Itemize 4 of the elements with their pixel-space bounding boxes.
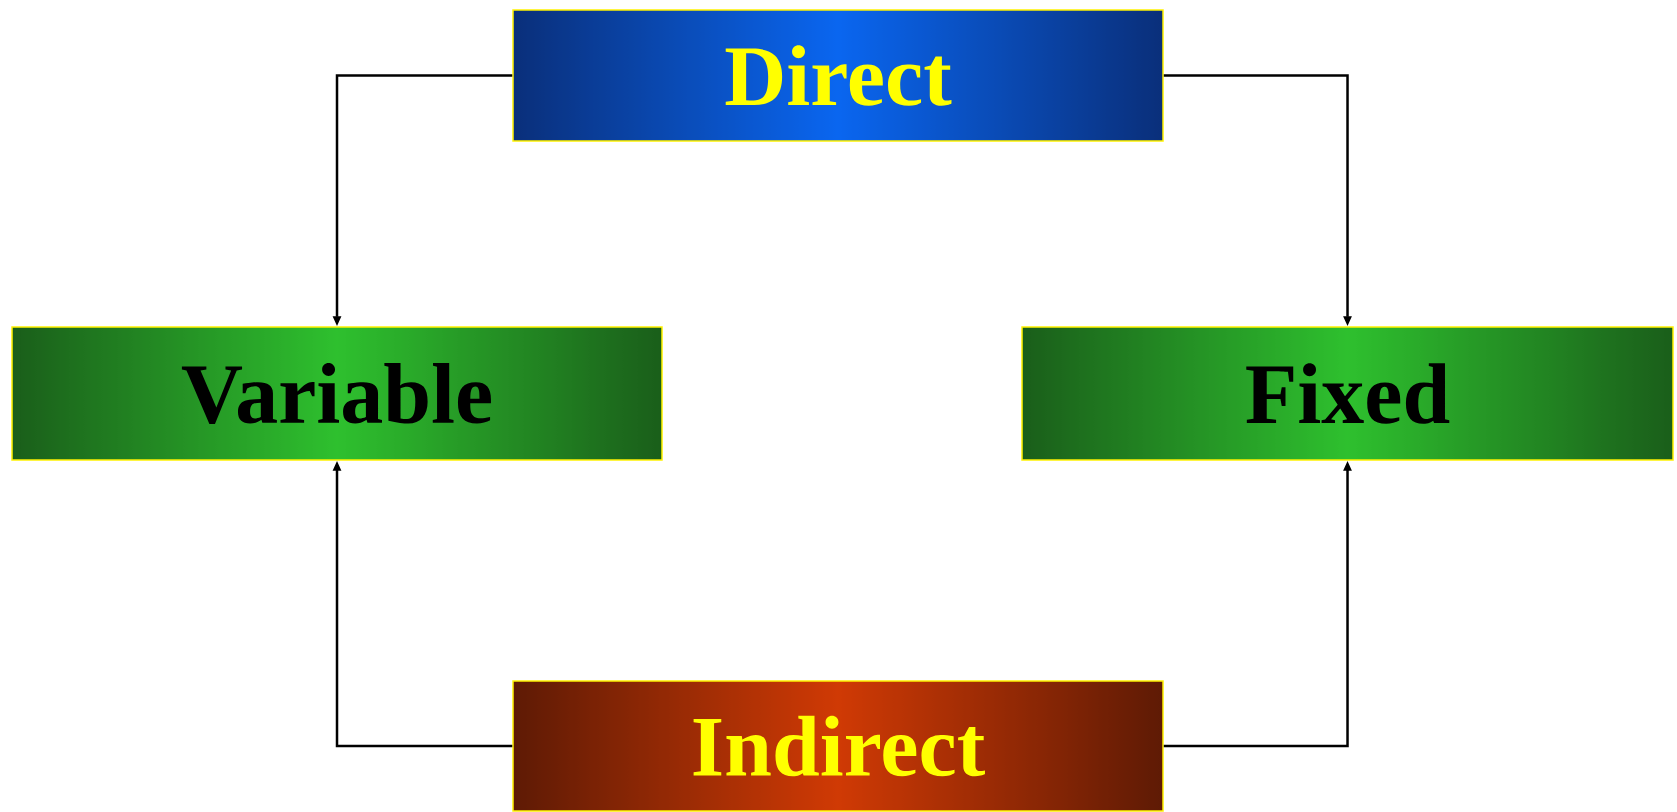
box: Direct	[512, 9, 1164, 142]
box: Indirect	[512, 680, 1164, 812]
box: Fixed	[1021, 326, 1674, 461]
box: Variable	[11, 326, 663, 461]
